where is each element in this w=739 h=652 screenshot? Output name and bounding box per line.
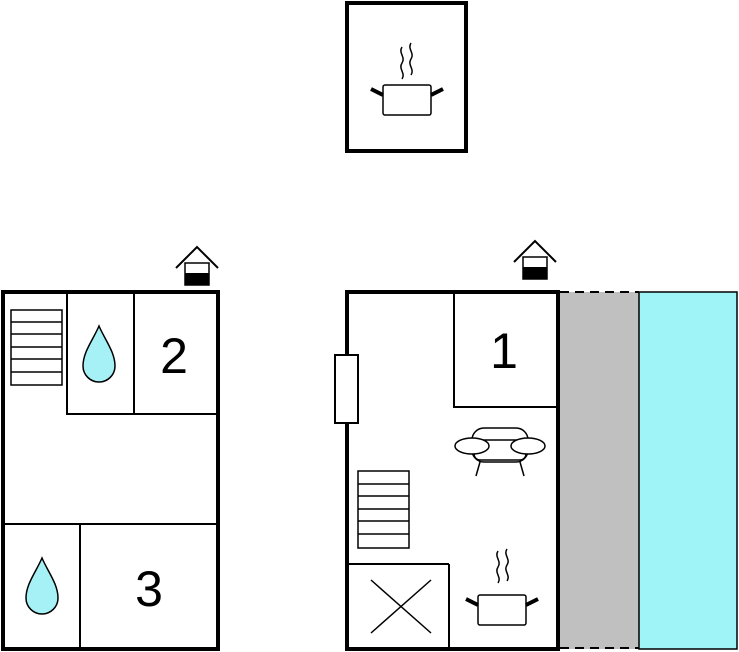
pool-area bbox=[638, 291, 738, 650]
detached-kitchen bbox=[345, 1, 468, 153]
window-icon bbox=[334, 354, 359, 424]
water-drop-icon bbox=[82, 324, 116, 383]
terrace-area bbox=[560, 292, 639, 649]
room-label-3: 3 bbox=[135, 561, 163, 617]
stairs-icon bbox=[10, 309, 63, 386]
kitchen-pot-icon bbox=[465, 548, 539, 626]
kitchen-pot-icon bbox=[370, 42, 444, 116]
entrance-icon bbox=[175, 245, 219, 286]
stairs-icon bbox=[357, 470, 410, 549]
void-cross-icon bbox=[370, 579, 432, 634]
room-label-1: 1 bbox=[490, 323, 518, 379]
right-building: 1 bbox=[334, 239, 738, 651]
left-building: 2 3 bbox=[1, 245, 220, 651]
sofa-icon bbox=[454, 427, 546, 477]
water-drop-icon bbox=[25, 556, 59, 615]
room-label-2: 2 bbox=[160, 328, 188, 384]
entrance-icon bbox=[513, 239, 557, 280]
